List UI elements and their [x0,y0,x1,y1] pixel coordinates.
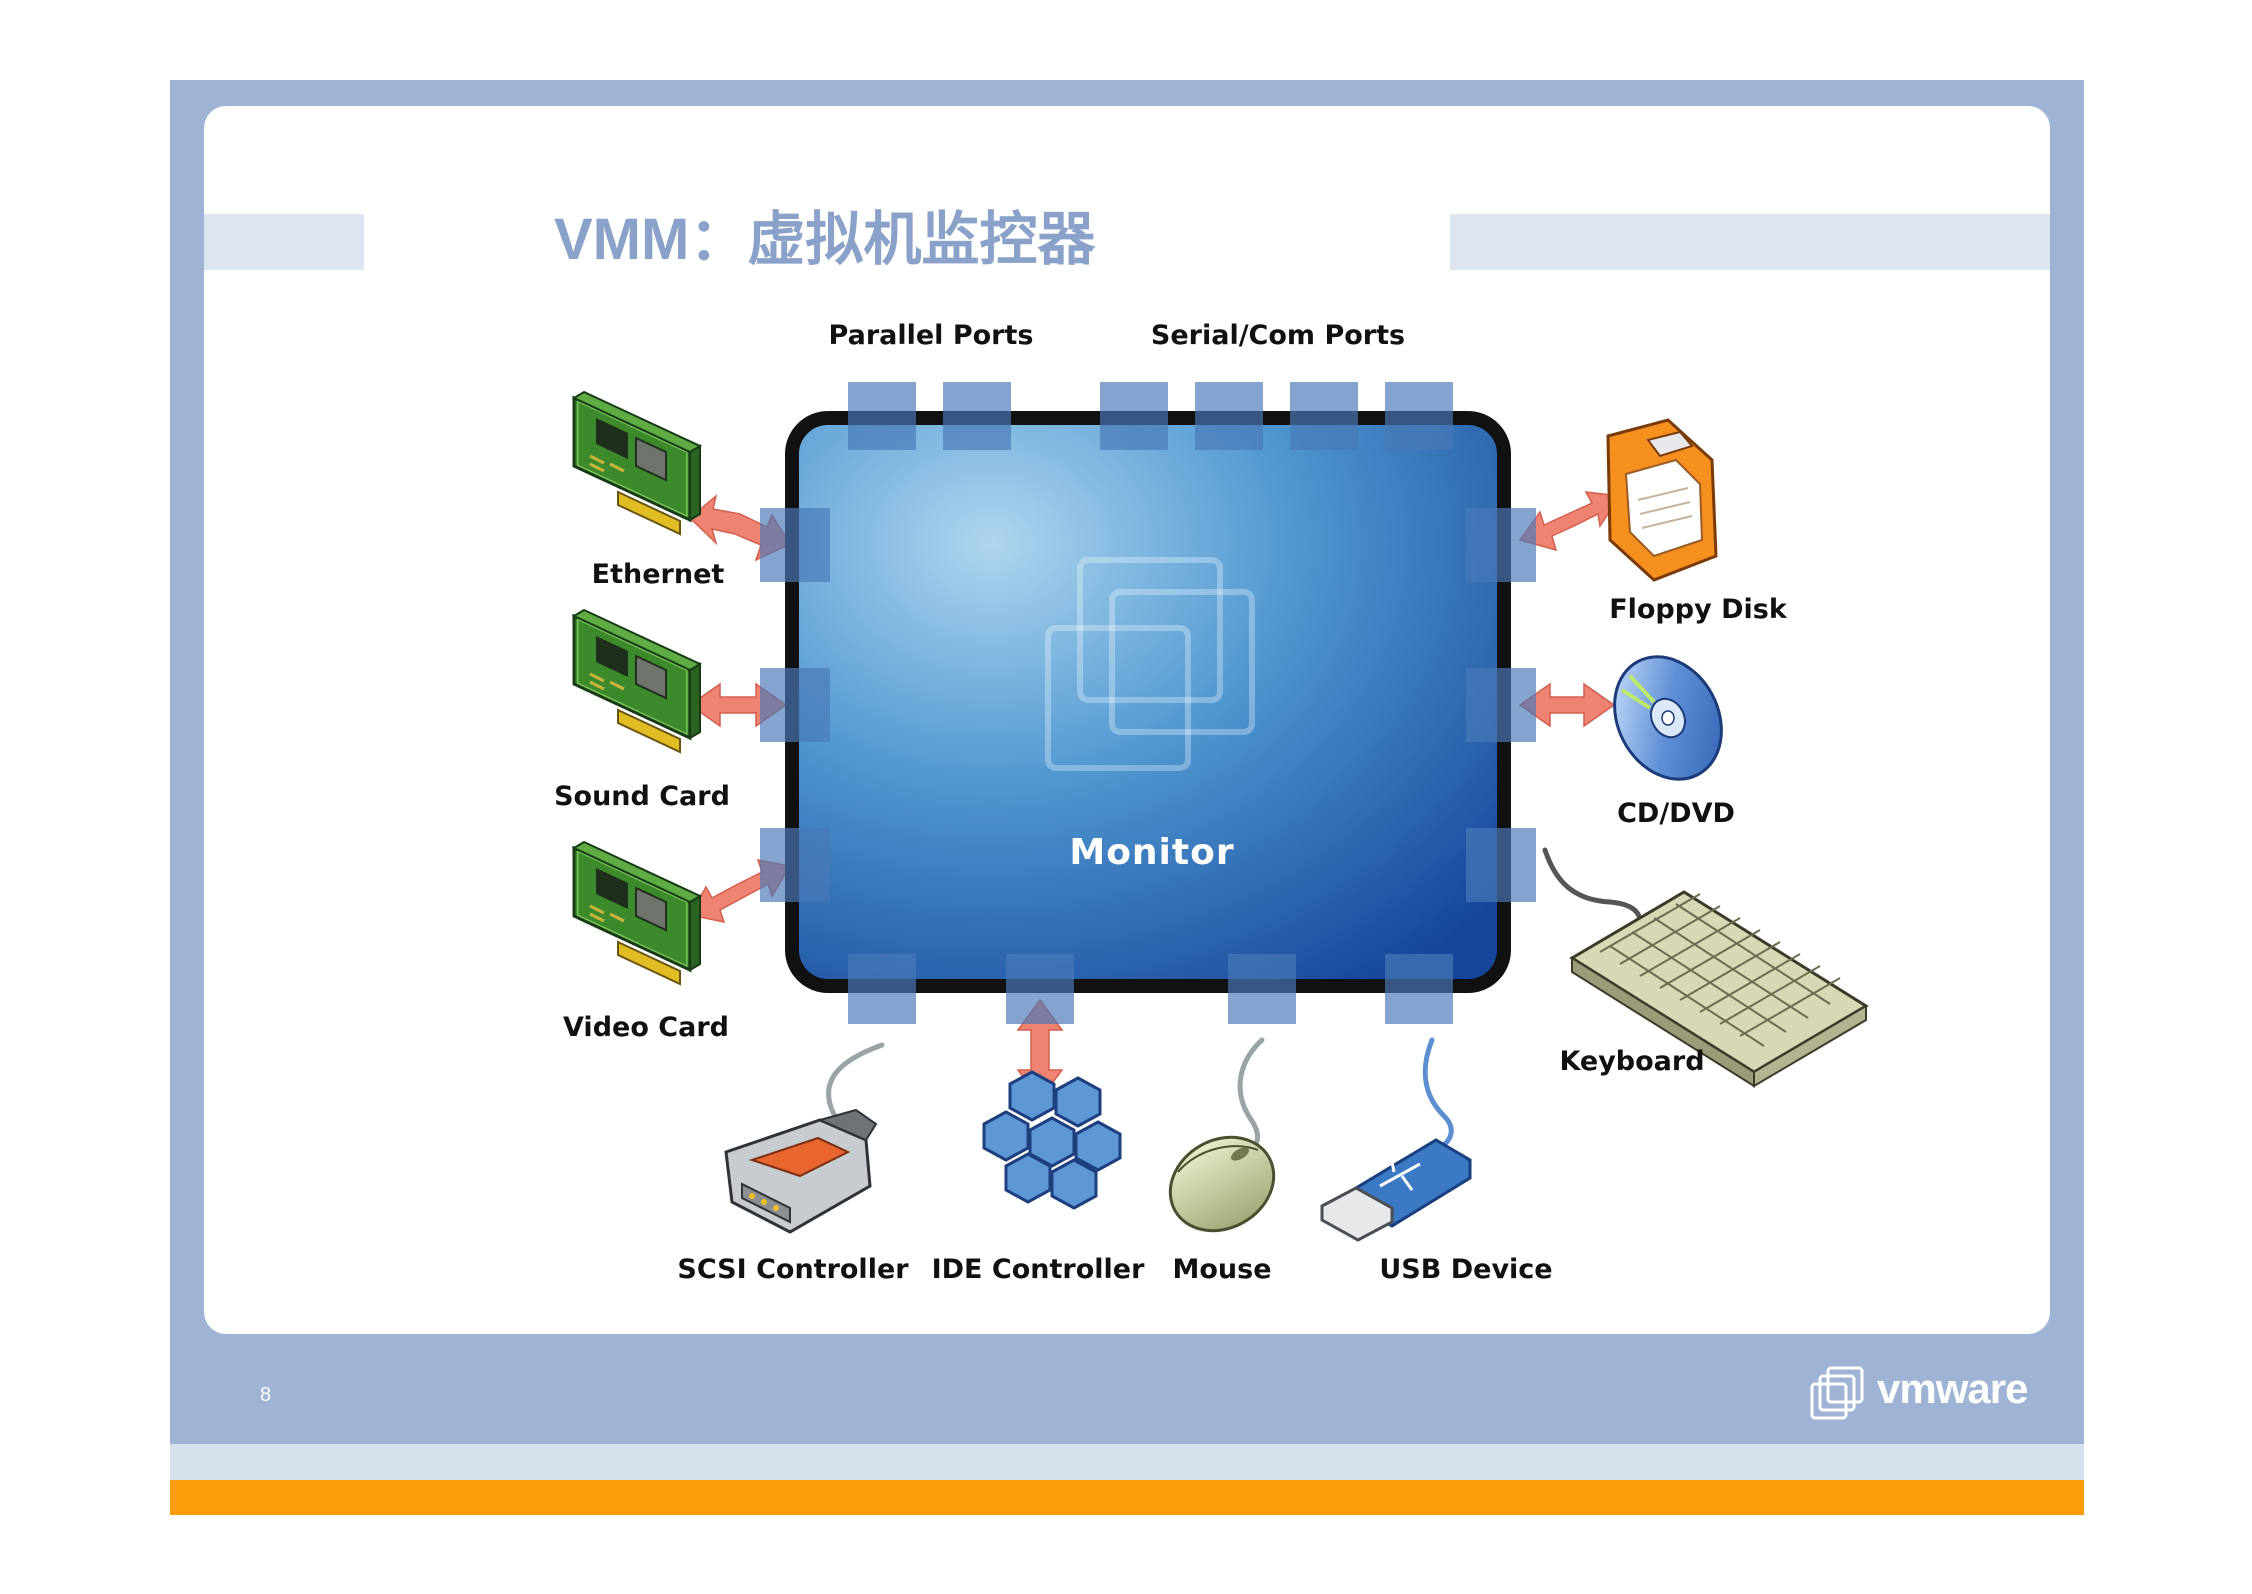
footer-band-light [170,1444,2084,1480]
video-card-port [760,828,830,902]
monitor-label: Monitor [1069,832,1234,873]
ide-port [1006,954,1074,1024]
mouse-port [1228,954,1296,1024]
usb-device-icon [1320,1138,1472,1242]
parallel-ports-label: Parallel Ports [829,320,1034,351]
title-bar-right [1450,214,2050,270]
ide-controller-label: IDE Controller [932,1254,1145,1285]
sound-card-label: Sound Card [554,781,730,812]
mouse-icon [1168,1135,1276,1233]
scsi-port [848,954,916,1024]
serial-port-1 [1100,382,1168,450]
floppy-disk-icon [1606,418,1718,582]
serial-port-4 [1385,382,1453,450]
ethernet-card-icon [572,390,702,536]
scsi-controller-label: SCSI Controller [677,1254,909,1285]
serial-port-3 [1290,382,1358,450]
cd-dvd-icon [1613,655,1723,781]
keyboard-label: Keyboard [1559,1046,1704,1077]
cd-port [1466,668,1536,742]
serial-port-2 [1195,382,1263,450]
footer-band-orange [170,1480,2084,1515]
usb-port [1385,954,1453,1024]
parallel-port-2 [943,382,1011,450]
keyboard-port [1466,828,1536,902]
title-bar-left [204,214,364,270]
parallel-port-1 [848,382,916,450]
port-blocks [760,382,1536,1024]
sound-card-port [760,668,830,742]
slide-title: VMM：虚拟机监控器 [554,207,1096,272]
vmware-logo-icon [1810,1366,1864,1420]
vmware-wordmark: vmware [1877,1365,2028,1412]
floppy-disk-label: Floppy Disk [1609,594,1788,625]
keyboard-icon [1569,890,1869,1088]
floppy-port [1466,508,1536,582]
page-number: 8 [260,1384,272,1406]
scsi-connector-icon [724,1108,878,1234]
ide-controller-icon [982,1070,1122,1210]
mouse-label: Mouse [1172,1254,1271,1285]
vmware-watermark-icon [1045,557,1255,771]
ethernet-port [760,508,830,582]
cd-dvd-label: CD/DVD [1617,798,1735,829]
sound-card-icon [572,608,702,754]
serial-ports-label: Serial/Com Ports [1151,320,1405,351]
video-card-label: Video Card [563,1012,729,1043]
video-card-icon [572,840,702,986]
usb-device-label: USB Device [1379,1254,1552,1285]
ethernet-label: Ethernet [592,559,725,590]
